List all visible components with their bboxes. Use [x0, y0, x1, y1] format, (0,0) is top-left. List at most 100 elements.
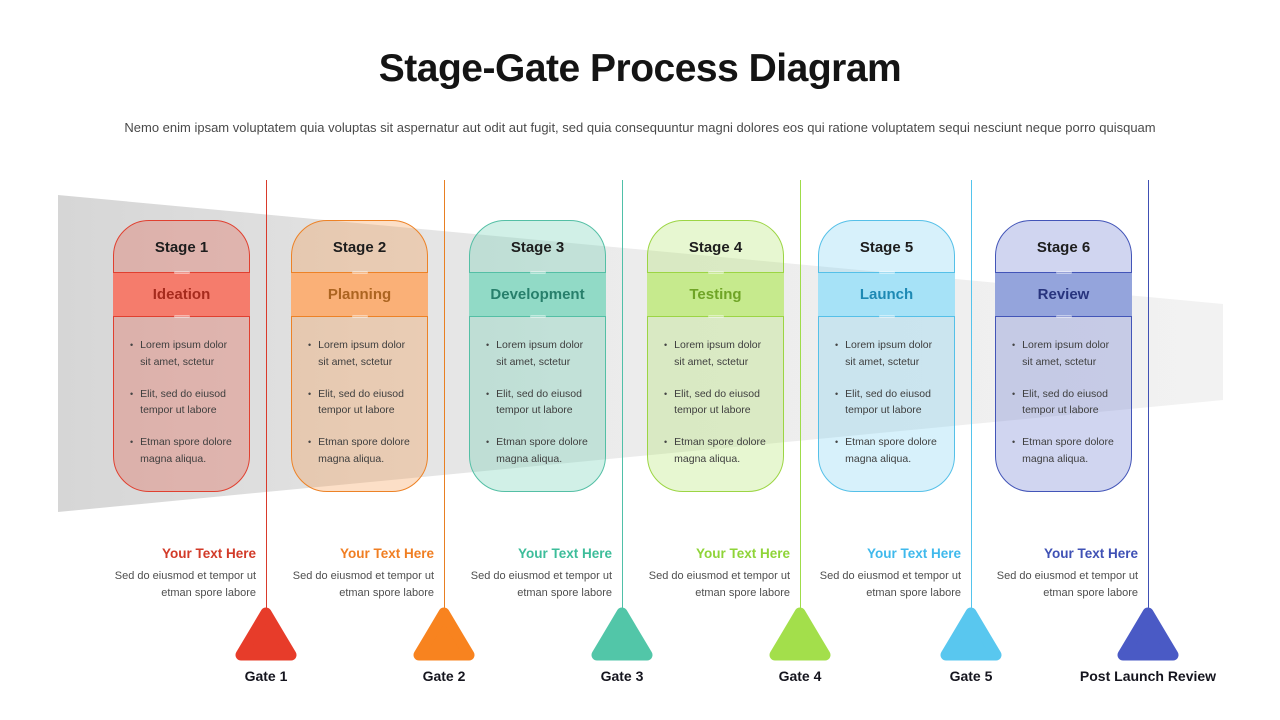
stage-cta-heading: Your Text Here — [161, 546, 256, 561]
stage-card: Stage 5 Launch • Lorem ipsum dolor sit am… — [818, 220, 955, 492]
bullet-text: Elit, sed do eiusod tempor ut labore — [1022, 387, 1108, 417]
list-item: • Etman spore dolore magna aliqua. — [664, 434, 773, 468]
gate-line — [444, 180, 445, 612]
stage-card: Stage 2 Planning •Lorem ipsum dolor sit … — [291, 220, 428, 492]
bullet-icon: • — [486, 388, 490, 399]
gate-label: Gate 5 — [949, 668, 993, 684]
bullet-text: Etman spore dolore magna aliqua. — [674, 436, 766, 465]
bullet-icon: • — [308, 340, 312, 350]
bullet-text: Lorem ipsum dolor sit amet, sctetur — [140, 339, 228, 368]
bullet-list: •Lorem ipsum dolor sit amet, sctetur •El… — [835, 337, 944, 483]
list-item: • Elit, sed do eiusod tempor ut labore — [308, 386, 417, 420]
list-item: • Etman spore dolore magna aliqua. — [1012, 434, 1121, 468]
gate-triangle-icon — [769, 607, 831, 661]
stage-cta-heading: Your Text Here — [517, 546, 612, 561]
stage-card: Stage 1 Ideation • Lorem ipsum dolor sit … — [113, 220, 250, 492]
stage-card: Stage 4 Testing • Lorem ipsum dolor sit a… — [647, 220, 784, 492]
stage-cta-block: Your Text Here Sed do eiusmod et tempor … — [96, 546, 256, 601]
bullet-text: Elit, sed do eiusod tempor ut labore — [845, 387, 931, 417]
bullet-icon: • — [1012, 437, 1016, 448]
stage-cta-description: Sed do eiusmod et tempor ut etman spore … — [648, 570, 790, 599]
stage-card: Stage 3 Development •Lorem ipsum dolor s… — [469, 220, 606, 492]
bullet-text: Etman spore dolore magna aliqua. — [140, 436, 232, 465]
bullet-icon: • — [1012, 340, 1016, 350]
bullet-text: Lorem ipsum dolor sit amet, sctetur — [674, 339, 762, 368]
bullet-icon: • — [486, 340, 490, 350]
list-item: • Lorem ipsum dolor sit amet, sctetur — [486, 337, 595, 371]
stage-cta-block: Your Text Here Sed do eiusmod et tempor … — [274, 546, 434, 601]
bullet-icon: • — [130, 437, 134, 448]
bullet-text: Lorem ipsum dolor sit amet, sctetur — [1022, 339, 1110, 368]
bullet-icon: • — [130, 340, 134, 350]
bullet-list: • Lorem ipsum dolor sit amet, sctetur • El… — [486, 337, 595, 483]
stage-name-band: Launch — [818, 272, 955, 317]
stage-name-band: Ideation — [113, 272, 250, 317]
list-item: • Etman spore dolore magna aliqua. — [486, 434, 595, 468]
bullet-text: Lorem ipsum dolor sit amet, sctetur — [496, 339, 584, 368]
gate-label: Gate 3 — [600, 668, 644, 684]
list-item: •Elit, sed do eiusod tempor ut labore — [130, 386, 239, 420]
gate-line — [800, 180, 801, 612]
bullet-icon: • — [308, 388, 312, 399]
stage-cta-description: Sed do eiusmod et tempor ut etman spore … — [470, 570, 612, 599]
bullet-icon: • — [1012, 388, 1016, 399]
stage-column-2: Stage 2 Planning •Lorem ipsum dolor sit … — [274, 180, 475, 695]
bullet-text: Etman spore dolore magna aliqua. — [318, 436, 410, 465]
gate-label: Gate 1 — [244, 668, 288, 684]
stage-column-3: Stage 3 Development •Lorem ipsum dolor s… — [452, 180, 653, 695]
gate-label: Gate 4 — [778, 668, 822, 684]
stage-cta-heading: Your Text Here — [339, 546, 434, 561]
page-subtitle: Nemo enim ipsam voluptatem quia voluptas… — [124, 120, 1156, 135]
stage-number-label: Stage 5 — [859, 239, 914, 256]
page-title: Stage-Gate Process Diagram — [378, 47, 902, 90]
stage-column-1: Stage 1 Ideation • Lorem ipsum dolor sit … — [96, 180, 297, 695]
stage-cta-heading: Your Text Here — [695, 546, 790, 561]
bullet-text: Lorem ipsum dolor sit amet, sctetur — [845, 339, 933, 368]
bullet-text: Elit, sed do eiusod tempor ut labore — [318, 387, 404, 417]
list-item: • Lorem ipsum dolor sit amet, sctetur — [664, 337, 773, 371]
bullet-icon: • — [835, 437, 839, 448]
gate-line — [266, 180, 267, 612]
bullet-text: Etman spore dolore magna aliqua. — [496, 436, 588, 465]
stage-cta-heading: Your Text Here — [1043, 546, 1138, 561]
list-item: • Lorem ipsum dolor sit amet, sctetur — [1012, 337, 1121, 371]
stage-number-label: Stage 3 — [510, 239, 565, 256]
gate-line — [622, 180, 623, 612]
bullet-icon: • — [130, 388, 134, 399]
bullet-icon: • — [664, 388, 668, 399]
list-item: • Etman spore dolore magna aliqua. — [308, 434, 417, 468]
gate-triangle-icon — [235, 607, 297, 661]
bullet-icon: • — [664, 437, 668, 448]
stage-name-band: Review — [995, 272, 1132, 317]
bullet-text: Elit, sed do eiusod tempor ut labore — [674, 387, 760, 417]
bullet-icon: • — [486, 437, 490, 448]
stage-number-label: Stage 6 — [1036, 239, 1091, 256]
list-item: • Elit, sed do eiusod tempor ut labore — [664, 386, 773, 420]
bullet-list: • Lorem ipsum dolor sit amet, sctetur • El… — [308, 337, 417, 483]
list-item: •Elit, sed do eiusod tempor ut labore — [835, 386, 944, 420]
stage-name-band: Testing — [647, 272, 784, 317]
stage-column-6: Stage 6 Review • Lorem ipsum dolor sit am… — [978, 180, 1216, 695]
bullet-text: Etman spore dolore magna aliqua. — [845, 436, 937, 465]
gate-line — [971, 180, 972, 612]
bullet-icon: • — [835, 340, 839, 350]
bullet-text: Etman spore dolore magna aliqua. — [1022, 436, 1114, 465]
gate-triangle-icon — [1117, 607, 1179, 661]
bullet-text: Elit, sed do eiusod tempor ut labore — [496, 387, 582, 417]
stage-column-4: Stage 4 Testing • Lorem ipsum dolor sit a… — [630, 180, 831, 695]
bullet-icon: • — [308, 437, 312, 448]
gate-triangle-icon — [940, 607, 1002, 661]
stage-number-label: Stage 1 — [154, 239, 209, 256]
list-item: • Lorem ipsum dolor sit amet, sctetur — [130, 337, 239, 371]
stage-cta-block: Your Text Here Sed do eiusmod et tempor … — [978, 546, 1138, 601]
list-item: • Elit, sed do eiusod tempor ut labore — [1012, 386, 1121, 420]
bullet-icon: • — [664, 340, 668, 350]
stage-cta-description: Sed do eiusmod et tempor ut etman spore … — [292, 570, 434, 599]
bullet-list: • Lorem ipsum dolor sit amet, sctetur •El… — [130, 337, 239, 483]
list-item: • Etman spore dolore magna aliqua. — [130, 434, 239, 468]
list-item: • Elit, sed do eiusod tempor ut labore — [486, 386, 595, 420]
stage-number-label: Stage 4 — [688, 239, 743, 256]
bullet-text: Lorem ipsum dolor sit amet, sctetur — [318, 339, 406, 368]
stage-column-5: Stage 5 Launch • Lorem ipsum dolor sit am… — [801, 180, 1002, 695]
